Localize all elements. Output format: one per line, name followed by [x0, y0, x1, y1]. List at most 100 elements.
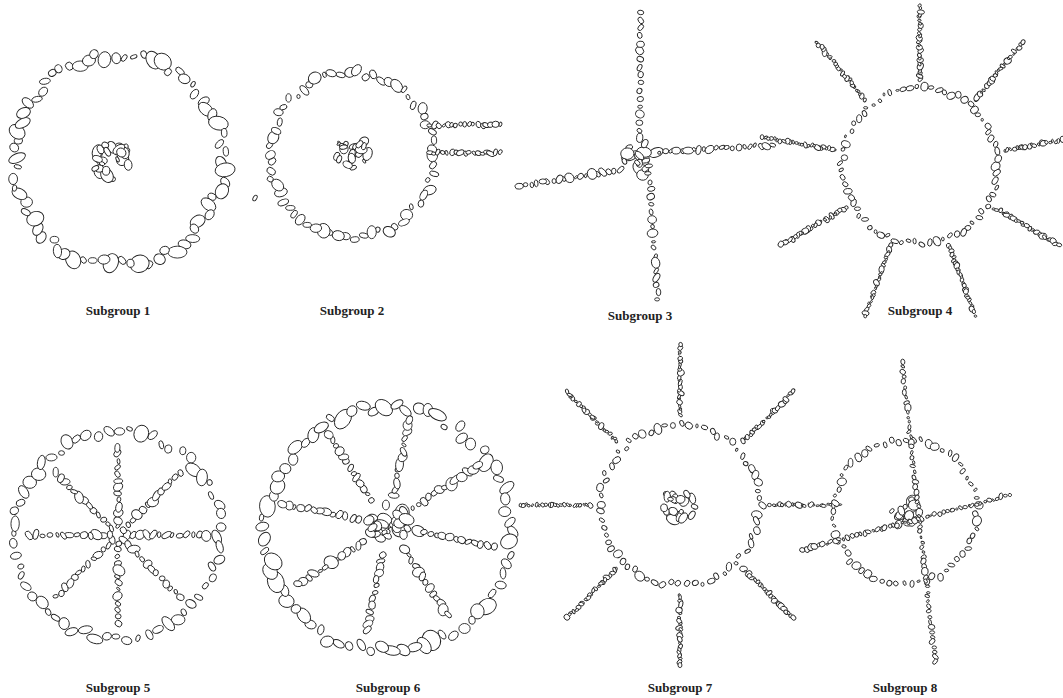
stone: [874, 287, 877, 290]
stone: [50, 613, 61, 622]
stone: [926, 609, 932, 614]
stone: [670, 423, 675, 429]
stone: [40, 534, 46, 538]
stone: [795, 142, 799, 145]
stone: [831, 508, 836, 515]
stone: [757, 500, 767, 510]
stone: [611, 455, 621, 465]
stone: [636, 55, 644, 62]
stone: [427, 531, 434, 537]
stone: [420, 529, 428, 536]
stone: [695, 145, 702, 155]
stone: [586, 167, 598, 180]
subgroup-label: Subgroup 6: [354, 680, 422, 696]
stone: [844, 135, 847, 138]
stone: [901, 378, 906, 384]
stone: [349, 63, 363, 78]
stone: [277, 499, 288, 509]
stone: [895, 439, 902, 447]
stone: [841, 147, 846, 152]
stone: [24, 530, 34, 541]
stone: [88, 532, 94, 540]
stone: [675, 606, 683, 614]
stone: [15, 498, 26, 507]
stone: [974, 315, 977, 318]
subgroup-label: Subgroup 8: [871, 680, 939, 696]
stone: [672, 147, 681, 154]
stone: [36, 455, 46, 471]
stone: [584, 595, 592, 602]
stone: [575, 608, 579, 612]
stone: [755, 489, 760, 493]
stone: [876, 231, 885, 240]
stone: [597, 501, 606, 509]
stone: [879, 265, 885, 273]
stone: [714, 433, 720, 441]
subgroup-label: Subgroup 3: [606, 308, 674, 324]
stone: [914, 84, 919, 89]
stone: [447, 629, 460, 642]
stone: [223, 146, 229, 156]
stone: [194, 593, 204, 601]
stone: [1008, 55, 1012, 59]
stone: [59, 531, 67, 540]
stone: [965, 546, 972, 550]
stone: [381, 224, 397, 239]
stone: [844, 549, 852, 558]
stone: [201, 530, 212, 542]
stone: [367, 497, 375, 505]
stone: [215, 507, 226, 519]
stone: [493, 474, 505, 483]
stone: [604, 532, 610, 538]
stone: [418, 200, 425, 208]
stone: [919, 516, 925, 523]
stone: [167, 585, 174, 592]
stone: [190, 81, 196, 88]
stone: [596, 483, 604, 492]
stone: [636, 87, 643, 94]
stone: [942, 510, 946, 514]
stone: [823, 218, 827, 221]
stone: [58, 590, 65, 598]
stone: [740, 437, 746, 444]
stone: [32, 529, 39, 540]
stone: [440, 423, 448, 430]
stone: [349, 513, 358, 523]
stone: [928, 624, 935, 630]
stone: [111, 590, 124, 602]
stone: [867, 225, 873, 231]
stone: [574, 175, 578, 179]
stone: [724, 145, 730, 150]
stone: [431, 136, 437, 145]
stone: [823, 216, 831, 224]
stone: [909, 434, 913, 439]
stone: [1011, 48, 1018, 54]
stone: [852, 121, 856, 126]
stone: [531, 504, 534, 508]
stone: [53, 467, 58, 477]
stone: [910, 580, 915, 587]
stone: [374, 639, 391, 655]
stone: [739, 565, 748, 572]
stone: [493, 148, 498, 156]
stone: [920, 82, 929, 92]
stone: [900, 364, 905, 368]
stone: [368, 601, 376, 610]
stone: [157, 532, 161, 538]
stone: [839, 174, 846, 181]
stone: [92, 154, 104, 163]
stone: [847, 193, 856, 202]
stone: [279, 104, 288, 111]
stone: [443, 610, 452, 619]
stone: [942, 89, 948, 95]
stone: [459, 623, 470, 633]
stone: [918, 241, 926, 248]
stone: [865, 445, 873, 452]
stone: [215, 540, 225, 554]
stone: [735, 448, 739, 452]
stone: [100, 517, 107, 523]
subgroup-label: Subgroup 7: [646, 680, 714, 696]
stone: [818, 540, 826, 548]
stone: [908, 444, 914, 449]
